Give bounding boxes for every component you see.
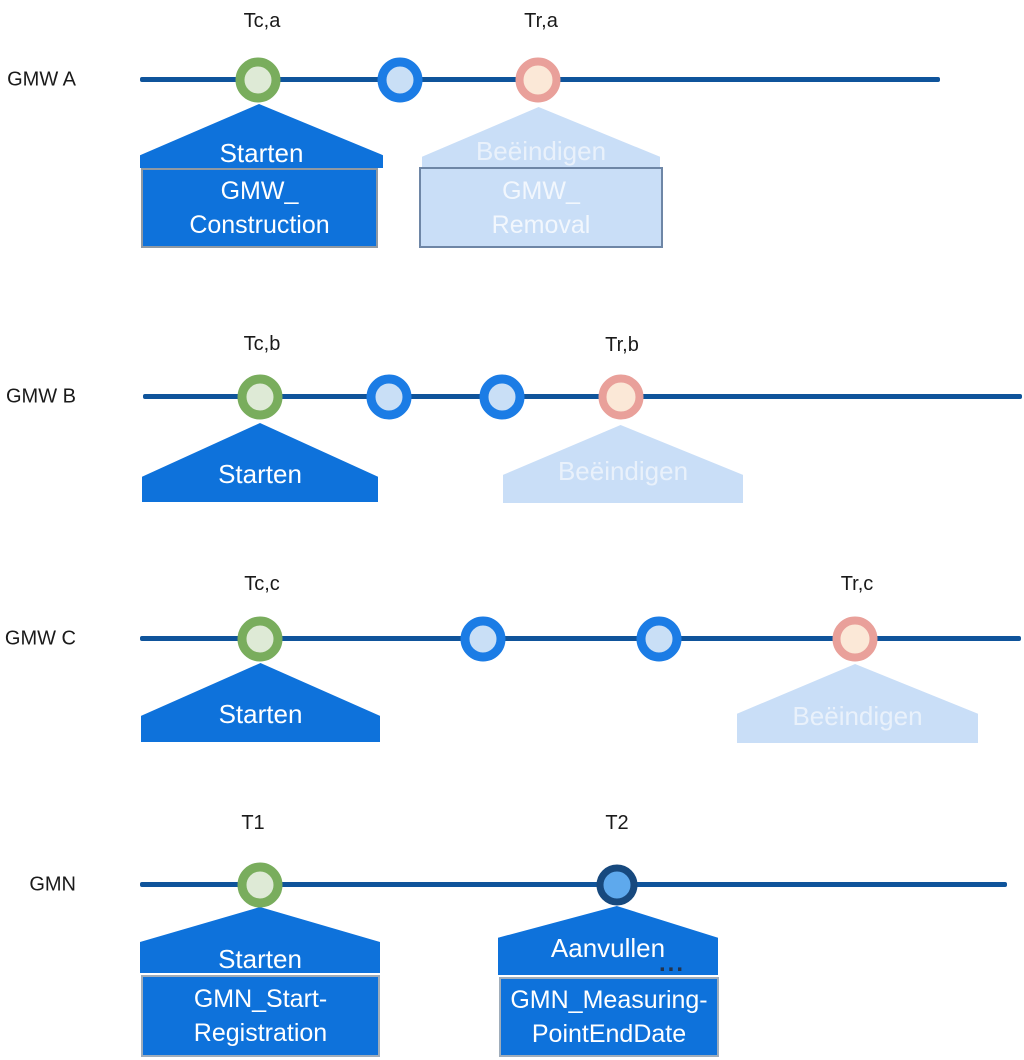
time-label-tr-c: Tr,c [840, 573, 874, 595]
callout-start-gmw-a: Starten [140, 104, 383, 168]
end-event-marker [515, 57, 561, 103]
callout-start-gmw-c: Starten [141, 663, 380, 742]
callout-end-gmw-c: Beëindigen [737, 664, 978, 743]
callout-aanvullen-title: Aanvullen [550, 933, 666, 963]
time-label-tr-b: Tr,b [605, 334, 639, 356]
start-event-marker [235, 57, 281, 103]
callout-start-title: Starten [219, 138, 304, 168]
callout-end-gmw-a: Beëindigen [422, 107, 660, 167]
callout-start-gmw-b: Starten [142, 423, 378, 502]
timeline-gmn [140, 882, 1007, 887]
callout-end-title: Beëindigen [475, 136, 607, 166]
callout-end-title: Beëindigen [557, 456, 689, 486]
intermediate-event-marker [366, 374, 412, 420]
intermediate-event-marker [636, 616, 682, 662]
callout-start-title: Starten [218, 459, 302, 489]
callout-end-gmw-b: Beëindigen [503, 425, 743, 503]
ellipsis-label: ... [658, 950, 686, 977]
supplement-event-marker [596, 864, 638, 906]
time-label-t1: T1 [241, 812, 265, 834]
time-label-tc-b: Tc,b [243, 333, 281, 355]
event-box-gmw-construction: GMW_ Construction [141, 168, 378, 248]
event-box-gmn-start-registration: GMN_Start- Registration [141, 975, 380, 1057]
event-box-gmn-measuring-point-end-date: GMN_Measuring- PointEndDate [499, 977, 719, 1057]
event-box-gmw-removal: GMW_ Removal [419, 167, 663, 248]
time-label-tc-c: Tc,c [244, 573, 280, 595]
time-label-tc-a: Tc,a [243, 10, 281, 32]
timeline-gmw-b [143, 394, 1022, 399]
row-label-gmw-c: GMW C [4, 627, 76, 650]
end-event-marker [832, 616, 878, 662]
callout-start-title: Starten [218, 944, 302, 974]
callout-aanvullen-gmn: Aanvullen [498, 906, 718, 975]
row-label-gmw-a: GMW A [7, 68, 76, 91]
time-label-tr-a: Tr,a [524, 10, 558, 32]
start-event-marker [237, 616, 283, 662]
start-event-marker [237, 862, 283, 908]
end-event-marker [598, 374, 644, 420]
callout-start-gmn: Starten [140, 907, 380, 973]
row-label-gmn: GMN [29, 873, 76, 896]
row-label-gmw-b: GMW B [6, 385, 76, 408]
timeline-gmw-c [140, 636, 1021, 641]
time-label-t2: T2 [605, 812, 629, 834]
intermediate-event-marker [377, 57, 423, 103]
callout-start-title: Starten [218, 699, 303, 729]
intermediate-event-marker [479, 374, 525, 420]
start-event-marker [237, 374, 283, 420]
callout-end-title: Beëindigen [792, 701, 923, 731]
intermediate-event-marker [460, 616, 506, 662]
